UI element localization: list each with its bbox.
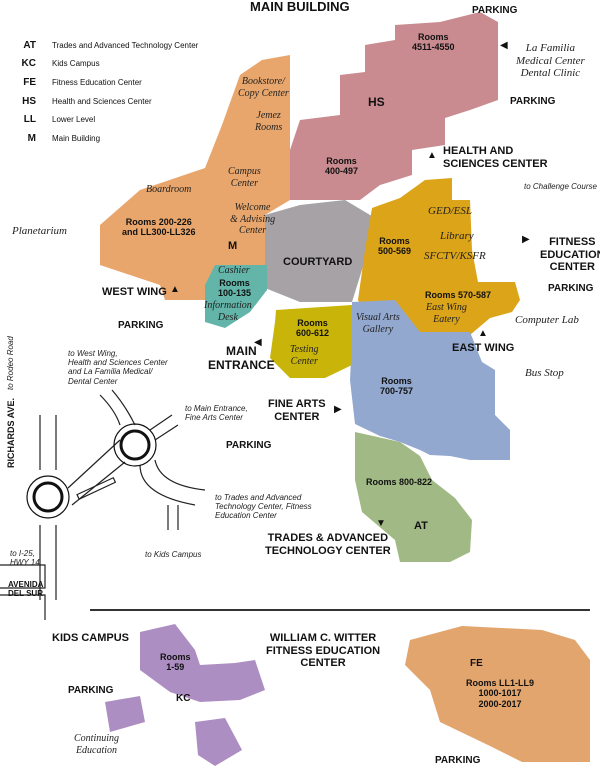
to-main-label: to Main Entrance, Fine Arts Center xyxy=(185,404,248,423)
building-fe[interactable] xyxy=(405,626,590,762)
richards-ave-label: RICHARDS AVE. xyxy=(6,397,16,468)
to-west-wing-label: to West Wing, Health and Sciences Center… xyxy=(68,349,168,386)
library-label: Library xyxy=(440,230,474,242)
building-kc-continuing[interactable] xyxy=(195,718,242,766)
legend-abbr: HS xyxy=(22,96,36,107)
parking-label: PARKING xyxy=(118,320,164,331)
testing-label: Testing Center xyxy=(290,344,319,367)
campus-center-label: Campus Center xyxy=(228,166,261,189)
to-kids-label: to Kids Campus xyxy=(145,550,202,559)
building-cashier[interactable] xyxy=(205,265,267,328)
fitness-label: FITNESS EDUCATION CENTER xyxy=(540,236,600,274)
pointer-left-icon: ◀ xyxy=(500,40,508,51)
building-kc[interactable] xyxy=(140,624,265,702)
bus-stop-label: Bus Stop xyxy=(525,367,564,379)
courtyard-label: COURTYARD xyxy=(283,256,353,268)
building-code: KC xyxy=(176,693,191,704)
continuing-label: Continuing Education xyxy=(74,733,120,756)
legend-abbr: LL xyxy=(23,114,36,125)
computer-lab-label: Computer Lab xyxy=(515,314,579,326)
room-label: Rooms 500-569 xyxy=(378,236,412,257)
pointer-right-icon: ▶ xyxy=(334,404,342,415)
building-code: M xyxy=(228,240,238,252)
challenge-label: to Challenge Course xyxy=(524,182,597,191)
legend-label: Kids Campus xyxy=(52,59,100,68)
room-label: Rooms LL1-LL9 1000-1017 2000-2017 xyxy=(466,678,535,709)
jemez-label: Jemez Rooms xyxy=(255,110,283,133)
cashier-label: Cashier xyxy=(218,265,250,276)
pointer-right-icon: ▶ xyxy=(522,234,530,245)
kids-campus-label: KIDS CAMPUS xyxy=(52,632,130,644)
legend-label: Health and Sciences Center xyxy=(52,97,152,106)
planetarium-label: Planetarium xyxy=(12,225,67,237)
room-label: Rooms 4511-4550 xyxy=(412,32,455,53)
building-fine-arts[interactable] xyxy=(350,300,510,460)
roads xyxy=(0,389,206,620)
legend-abbr: M xyxy=(27,133,36,144)
legend-label: Trades and Advanced Technology Center xyxy=(52,41,199,50)
to-trades-label: to Trades and Advanced Technology Center… xyxy=(215,493,312,521)
page-title: MAIN BUILDING xyxy=(250,0,350,14)
rodeo-label: to Rodeo Road xyxy=(6,336,15,390)
building-code: FE xyxy=(470,658,483,669)
legend-label: Fitness Education Center xyxy=(52,78,142,87)
room-label: Rooms 800-822 xyxy=(366,477,433,487)
sfctv-label: SFCTV/KSFR xyxy=(424,250,486,262)
room-label: Rooms 200-226 and LL300-LL326 xyxy=(122,217,196,238)
to-i25-label: to I-25, HWY 14 xyxy=(10,549,40,568)
building-testing[interactable] xyxy=(270,305,356,378)
pointer-up-icon: ▲ xyxy=(478,328,488,339)
parking-label: PARKING xyxy=(68,685,114,696)
welcome-label: Welcome & Advising Center xyxy=(230,202,276,236)
legend-abbr: AT xyxy=(23,40,36,51)
building-code: AT xyxy=(414,520,428,532)
roundabouts xyxy=(26,423,157,519)
room-label: Rooms 100-135 xyxy=(218,278,252,299)
room-label: Rooms 600-612 xyxy=(296,318,330,339)
building-courtyard[interactable] xyxy=(265,200,375,302)
legend-label: Main Building xyxy=(52,134,101,143)
visual-arts-label: Visual Arts Gallery xyxy=(356,312,400,335)
parking-label: PARKING xyxy=(548,283,594,294)
parking-label: PARKING xyxy=(226,440,272,451)
eatery-label: East Wing Eatery xyxy=(426,302,467,325)
pointer-up-icon: ▲ xyxy=(170,284,180,295)
bookstore-label: Bookstore/ Copy Center xyxy=(238,76,289,99)
witter-label: WILLIAM C. WITTER FITNESS EDUCATION CENT… xyxy=(266,632,381,670)
fine-arts-label: FINE ARTS CENTER xyxy=(268,398,326,423)
room-label: Rooms 400-497 xyxy=(325,156,359,177)
boardroom-label: Boardroom xyxy=(146,184,192,195)
info-desk-label: Information Desk xyxy=(204,300,252,323)
pointer-down-icon: ▼ xyxy=(376,518,386,529)
parking-label: PARKING xyxy=(472,5,518,16)
west-wing-label: WEST WING xyxy=(102,286,167,298)
trades-label: TRADES & ADVANCED TECHNOLOGY CENTER xyxy=(265,532,391,557)
legend-abbr: FE xyxy=(23,77,36,88)
room-label: Rooms 700-757 xyxy=(380,376,414,397)
parking-label: PARKING xyxy=(435,755,481,766)
building-ged[interactable] xyxy=(358,178,520,342)
building-hs[interactable] xyxy=(290,12,498,200)
building-main[interactable] xyxy=(100,55,290,300)
la-familia-label: La Familia Medical Center Dental Clinic xyxy=(516,42,585,80)
room-label: Rooms 570-587 xyxy=(425,290,492,300)
room-label: Rooms 1-59 xyxy=(160,652,191,673)
pointer-up-icon: ▲ xyxy=(427,150,437,161)
main-entrance-label: MAIN ENTRANCE xyxy=(208,344,275,372)
building-code: HS xyxy=(368,95,385,109)
ged-label: GED/ESL xyxy=(428,205,472,217)
pointer-left-icon: ◀ xyxy=(254,337,262,348)
building-kc-annex[interactable] xyxy=(105,696,145,732)
hs-center-label: HEALTH AND SCIENCES CENTER xyxy=(443,145,548,170)
legend-abbr: KC xyxy=(21,58,36,69)
east-wing-label: EAST WING xyxy=(452,342,515,354)
building-at[interactable] xyxy=(355,432,472,562)
parking-label: PARKING xyxy=(510,96,556,107)
legend-label: Lower Level xyxy=(52,115,96,124)
avenida-label: AVENIDA DEL SUR xyxy=(8,580,44,599)
